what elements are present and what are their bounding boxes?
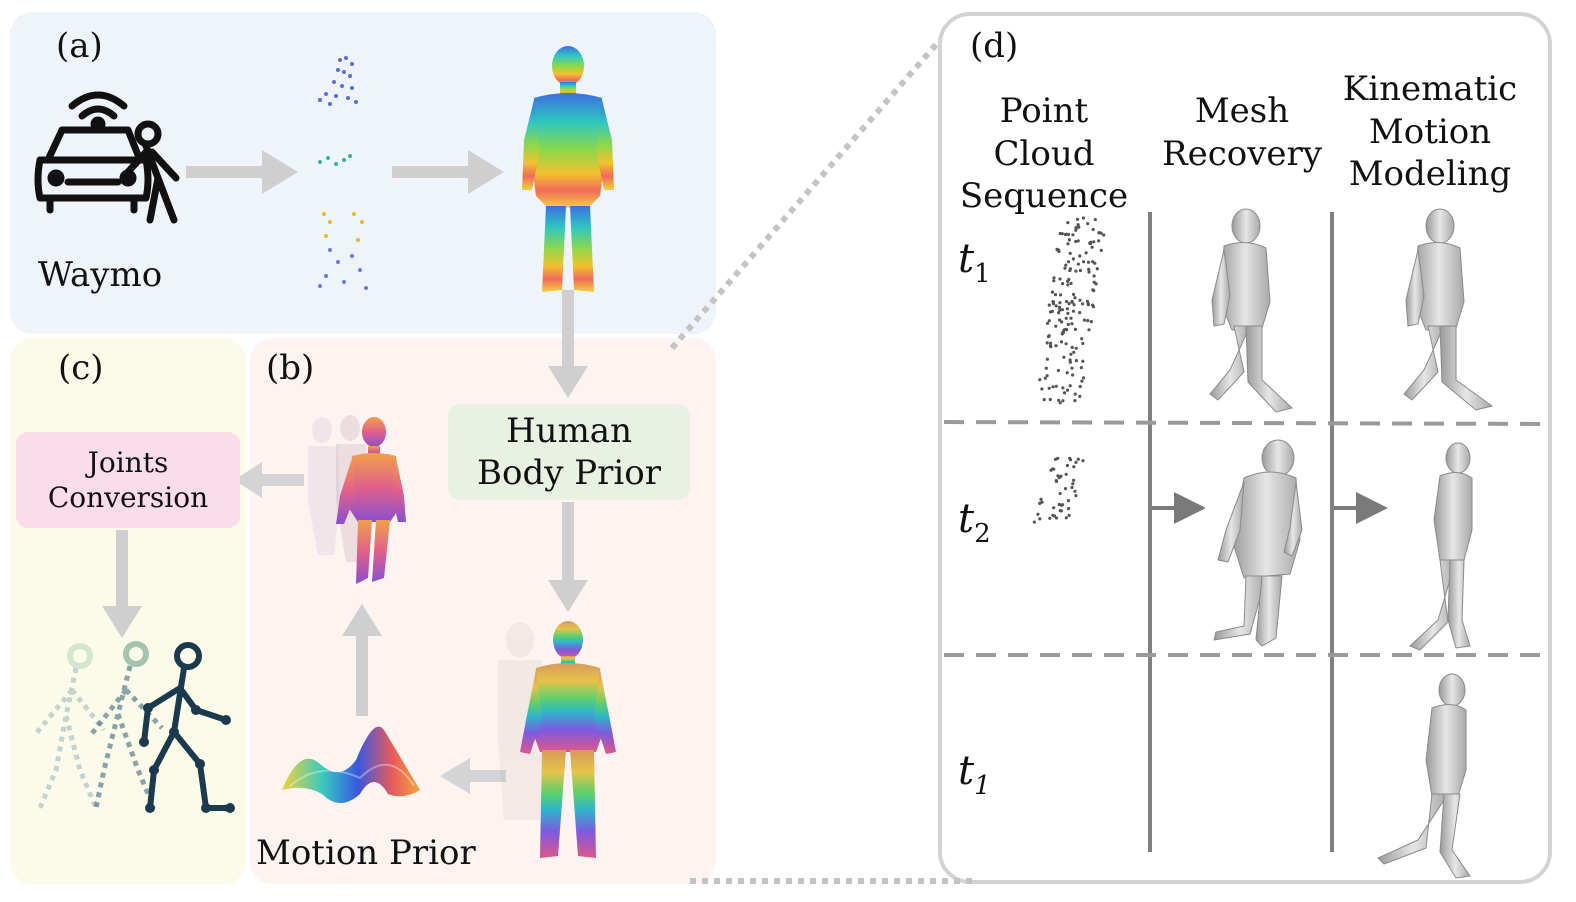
rainbow-mesh-body	[520, 621, 616, 858]
left-arrow-to-motion-prior	[440, 758, 506, 794]
left-arrow-to-joints	[234, 462, 304, 498]
point-cloud-t1	[1038, 216, 1106, 405]
row-label-t1: t1	[958, 236, 991, 289]
kinematic-t1-future	[1377, 673, 1471, 879]
kinematic-t1	[1403, 208, 1494, 411]
panel-a-label: (a)	[56, 26, 103, 66]
panel-d-label: (d)	[970, 26, 1019, 66]
skeleton-motion-sequence	[32, 641, 235, 813]
human-body-prior-text: Human Body Prior	[477, 410, 661, 494]
down-arrow-to-mesh	[548, 502, 588, 612]
motion-figure	[336, 417, 406, 584]
point-cloud-fragments	[318, 56, 368, 290]
panel-b-label: (b)	[266, 348, 315, 388]
joints-conversion-box	[16, 432, 240, 528]
waymo-label: Waymo	[38, 255, 163, 295]
column-header-point-cloud: Point Cloud Sequence	[959, 91, 1129, 216]
column-header-kinematic: Kinematic Motion Modeling	[1342, 69, 1518, 194]
column-header-mesh-recovery: Mesh Recovery	[1161, 91, 1323, 174]
flow-arrows-a	[186, 150, 504, 194]
point-cloud-t2	[1032, 456, 1085, 524]
table-dividers	[943, 212, 1547, 852]
row-label-t1-future: t1	[958, 748, 991, 801]
motion-prior-label: Motion Prior	[256, 833, 476, 873]
joints-conversion-text: Joints Conversion	[47, 446, 209, 514]
up-arrow-to-motion	[342, 604, 382, 716]
down-arrow-to-body-prior	[548, 290, 588, 398]
point-body-figure	[522, 46, 614, 292]
panel-c-label: (c)	[58, 348, 104, 388]
motion-prior-surface	[282, 726, 420, 803]
mesh-recovery-t2	[1213, 439, 1303, 647]
mesh-recovery-t1	[1209, 208, 1294, 413]
human-body-prior-box	[448, 404, 690, 500]
down-arrow-to-skeleton	[102, 530, 142, 638]
kinematic-t2	[1409, 442, 1473, 651]
row-label-t2: t2	[958, 496, 991, 549]
zoom-connector-lines	[669, 38, 976, 884]
car-pedestrian-icon	[34, 91, 180, 224]
